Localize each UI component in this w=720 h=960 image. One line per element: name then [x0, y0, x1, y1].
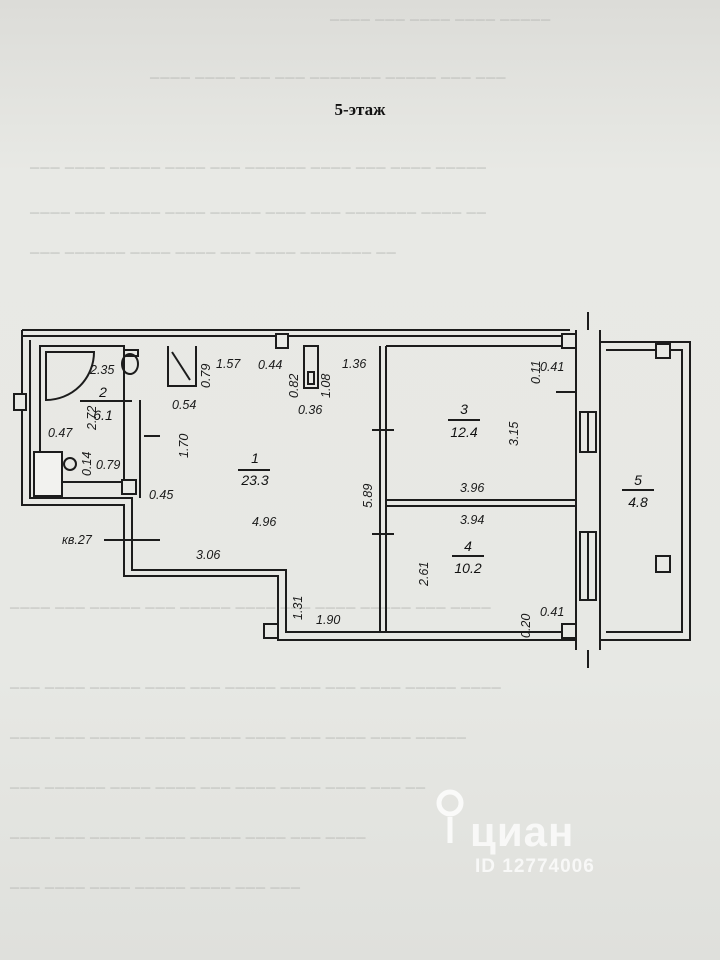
window: [579, 411, 597, 453]
room-5-number: 5: [634, 472, 642, 488]
dimension-label: 0.14: [80, 452, 94, 476]
room-3-number: 3: [460, 401, 468, 417]
outer-wall: [21, 330, 576, 641]
room-3-area: 12.4: [450, 424, 477, 440]
dimension-label: 1.31: [291, 596, 305, 620]
watermark-brand: циан: [470, 808, 575, 855]
structural-wall: [575, 330, 601, 650]
partition-wall: [379, 346, 387, 632]
dimension-label: 1.70: [177, 434, 191, 458]
door-swing: [45, 351, 96, 402]
bleed-through-text: ──── ─── ───── ──── ───── ──── ─── ─────…: [30, 205, 487, 220]
dimension-label: 1.57: [216, 357, 241, 371]
apartment-label: кв.27: [62, 533, 93, 547]
dimension-label: 0.79: [96, 458, 120, 472]
dimension-label: 3.15: [507, 422, 521, 446]
room-1-area: 23.3: [240, 472, 268, 488]
dimension-label: 0.79: [199, 364, 213, 388]
room-2-number: 2: [98, 384, 107, 400]
bleed-through-text: ──── ─── ───── ──── ───── ──── ─── ────: [10, 830, 367, 845]
dimension-label: 4.96: [252, 515, 276, 529]
dimension-label: 0.11: [529, 361, 543, 384]
column: [655, 343, 671, 359]
vent-shaft: [307, 371, 315, 385]
dimension-label: 0.41: [540, 605, 564, 619]
shaft-wall: [167, 346, 197, 387]
dimension-label: 1.36: [342, 357, 366, 371]
room-4-number: 4: [464, 538, 472, 554]
window: [579, 531, 597, 601]
dimension-label: 2.61: [417, 562, 431, 587]
bleed-through-text: ─── ────── ──── ──── ─── ──── ─────── ──: [30, 245, 397, 260]
dimension-label: 3.06: [196, 548, 220, 562]
loggia-wall: [606, 349, 683, 633]
column: [561, 623, 577, 639]
bleed-through-text: ─── ──── ───── ──── ─── ───── ──── ─── ─…: [10, 680, 502, 695]
dimension-label: 5.89: [361, 484, 375, 508]
bleed-through-text: ─── ──── ───── ──── ─── ────── ──── ─── …: [30, 160, 487, 175]
dimension-label: 2.35: [89, 363, 114, 377]
column: [275, 333, 289, 349]
bleed-through-text: ─── ────── ──── ──── ─── ──── ──── ──── …: [10, 780, 427, 795]
dimension-label: 0.20: [519, 614, 533, 638]
column: [121, 479, 137, 495]
room-2-area: 6.1: [93, 407, 112, 423]
bleed-through-text: ──── ─── ───── ──── ───── ──── ─── ──── …: [10, 730, 467, 745]
column: [561, 333, 577, 349]
dimension-label: 0.45: [149, 488, 173, 502]
room-1-number: 1: [251, 450, 259, 466]
dimension-label: 1.90: [316, 613, 340, 627]
bathtub: [33, 451, 63, 497]
dimension-label: 2.72: [85, 406, 99, 431]
room-5-area: 4.8: [628, 494, 648, 510]
vent-shaft: [171, 351, 191, 381]
column: [263, 623, 279, 639]
partition-wall: [386, 499, 576, 507]
dimension-label: 0.36: [298, 403, 322, 417]
column: [655, 555, 671, 573]
room-4-area: 10.2: [454, 560, 481, 576]
column: [13, 393, 27, 411]
outer-wall: [22, 329, 576, 337]
floor-title: 5-этаж: [334, 100, 386, 119]
bleed-through-text: ──── ─── ──── ──── ─────: [330, 12, 552, 27]
bleed-through-text: ──── ──── ─── ─── ─────── ───── ─── ───: [150, 70, 507, 85]
dimension-label: 0.54: [172, 398, 196, 412]
dimension-label: 1.08: [319, 374, 333, 398]
dimension-label: 0.47: [48, 426, 73, 440]
toilet: [121, 353, 139, 375]
loggia-wall: [600, 341, 691, 641]
sink: [63, 457, 77, 471]
dimension-label: 0.41: [540, 360, 564, 374]
watermark-id: ID 12774006: [475, 856, 595, 877]
outer-wall: [29, 340, 576, 633]
bleed-through-text: ─── ──── ──── ───── ──── ─── ───: [10, 880, 301, 895]
dimension-label: 0.82: [287, 374, 301, 398]
bleed-through-text: ──── ─── ───── ─── ───── ──── ─── ──── ─…: [10, 600, 492, 615]
location-pin-icon: [436, 789, 464, 843]
shaft-wall: [303, 345, 319, 389]
dimension-label: 3.96: [460, 481, 484, 495]
dimension-label: 3.94: [460, 513, 484, 527]
toilet-tank: [123, 349, 139, 357]
dimension-label: 0.44: [258, 358, 282, 372]
